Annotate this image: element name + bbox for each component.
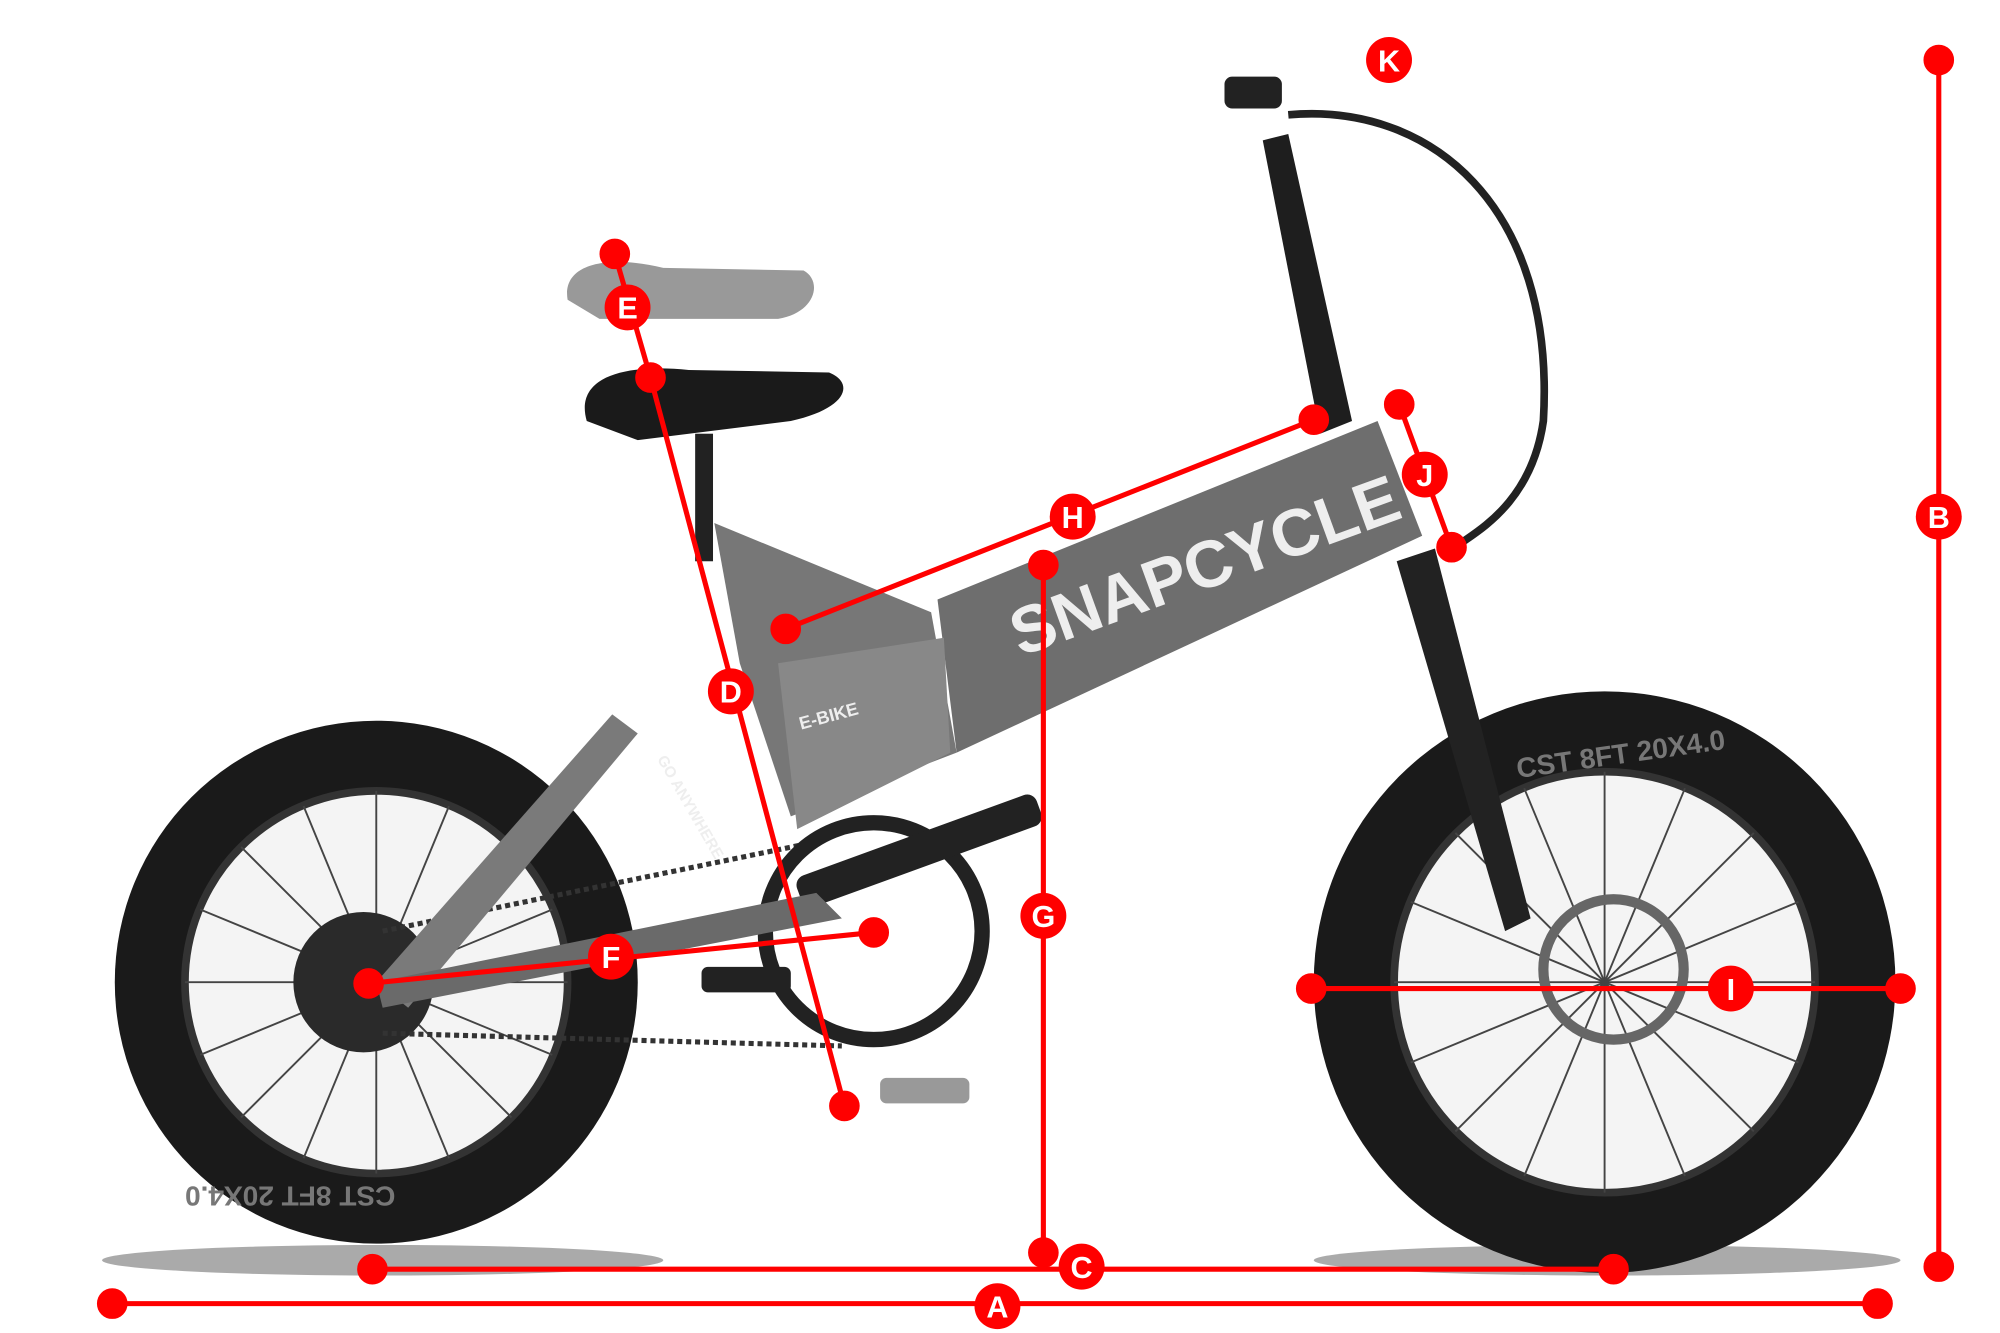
svg-text:E: E (617, 292, 637, 326)
svg-text:D: D (720, 676, 742, 710)
label-c: C (1058, 1243, 1105, 1290)
dimension-d (648, 376, 860, 1122)
label-b: B (1915, 493, 1962, 540)
svg-text:J: J (1416, 459, 1433, 493)
svg-text:K: K (1378, 44, 1400, 78)
dimension-labels: A B C D E F G H I J K (588, 37, 1962, 1330)
svg-text:B: B (1928, 501, 1950, 535)
label-a: A (974, 1283, 1021, 1330)
svg-text:G: G (1031, 900, 1055, 934)
svg-text:I: I (1727, 973, 1736, 1007)
svg-text:F: F (602, 941, 621, 975)
label-j: J (1401, 451, 1448, 498)
svg-text:A: A (986, 1290, 1008, 1324)
label-d: D (707, 668, 754, 715)
dimension-c (357, 1253, 1629, 1285)
slogan-text: GO ANYWHERE (653, 752, 726, 862)
dimension-b (1923, 44, 1955, 1282)
label-h: H (1049, 493, 1096, 540)
frame: SNAPCYCLE E-BIKE GO ANYWHERE (376, 76, 1549, 1008)
label-k: K (1366, 37, 1412, 83)
svg-text:C: C (1071, 1251, 1093, 1285)
label-i: I (1707, 965, 1754, 1012)
label-e: E (604, 284, 651, 331)
dimension-i (1295, 973, 1916, 1004)
label-g: G (1020, 892, 1067, 939)
rear-tire-text: CST 8FT 20X4.0 (185, 1180, 395, 1211)
svg-text:H: H (1062, 501, 1084, 535)
seat-raised (567, 261, 815, 319)
dimension-h (770, 404, 1330, 645)
label-f: F (588, 933, 634, 980)
front-wheel: CST 8FT 20X4.0 (1313, 691, 1896, 1274)
seat (584, 368, 844, 441)
